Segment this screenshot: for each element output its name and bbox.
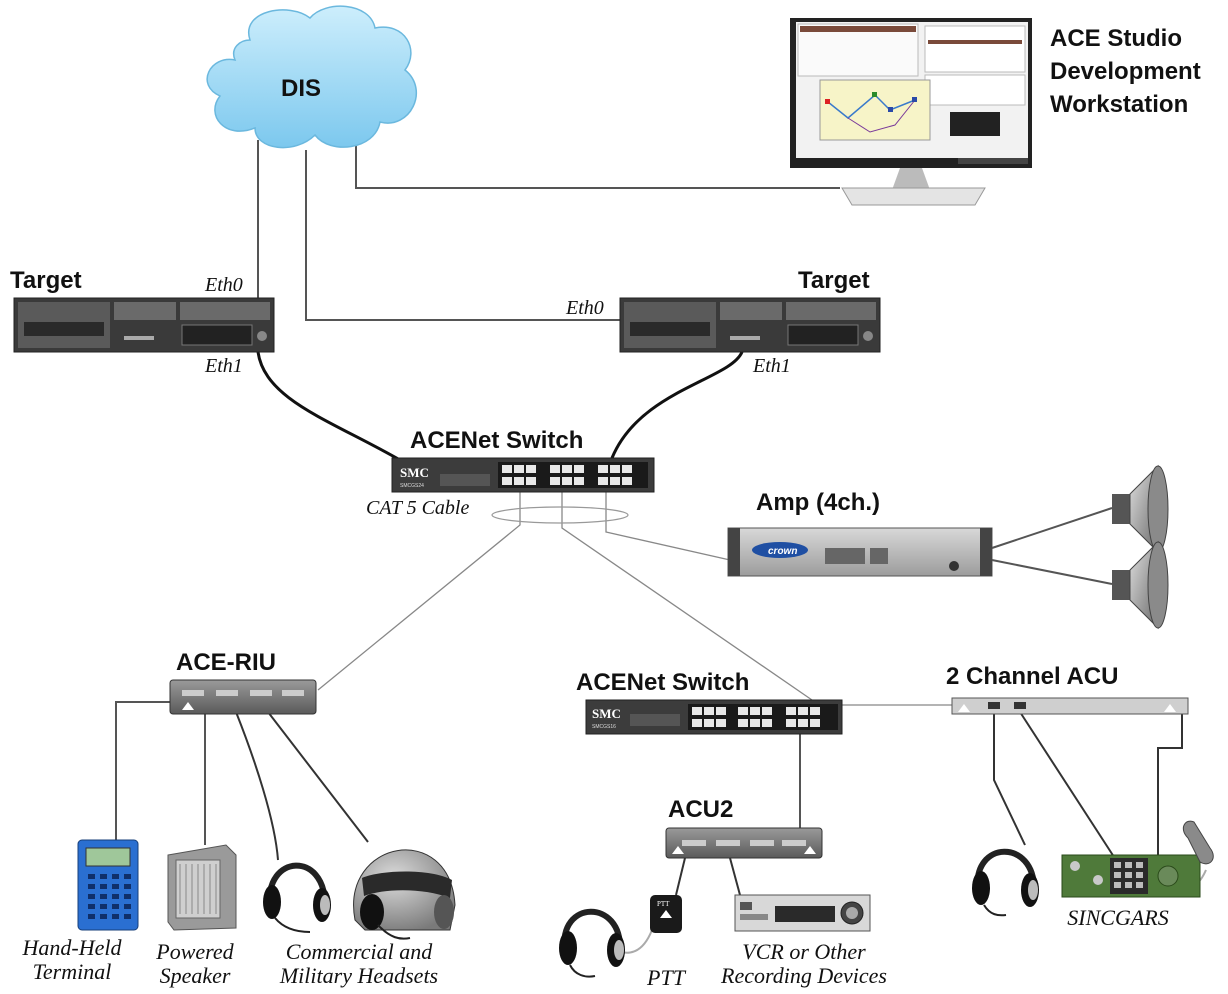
speaker-lower [1112, 540, 1169, 630]
acu-headset [972, 848, 1039, 917]
amp-unit: crown [727, 527, 993, 577]
ace-riu-label: ACE-RIU [176, 649, 276, 676]
dis-label: DIS [281, 75, 322, 102]
sincgars-radio [1061, 854, 1201, 898]
smc-model-lower: SMCGS16 [592, 724, 616, 730]
link-dis-workstation [355, 140, 840, 189]
commercial-headset [263, 862, 331, 933]
ptt-caption: PTT [647, 965, 685, 990]
link-switch-lower-switch [561, 492, 813, 701]
two-channel-acu-device [951, 697, 1189, 715]
link-riu-headset [235, 711, 279, 861]
ace-riu-device [169, 679, 317, 715]
powered-speaker-device [167, 844, 237, 931]
link-switch-amp [605, 492, 731, 561]
workstation-monitor [790, 18, 1032, 206]
acu2-device [665, 827, 823, 859]
ptt-device: PTT [650, 895, 682, 933]
telephone-handset-icon [1182, 820, 1214, 865]
speaker-upper [1112, 464, 1169, 554]
link-amp-speaker-2 [991, 559, 1113, 585]
link-riu-terminal [115, 701, 170, 840]
right-eth0-label: Eth0 [566, 297, 604, 319]
headsets-caption: Commercial and Military Headsets [279, 939, 439, 989]
sincgars-caption: SINCGARS [1067, 905, 1169, 930]
acu2-headset [559, 908, 625, 978]
link-right-eth1-switch [610, 351, 744, 459]
link-acu-sincgars [1019, 711, 1117, 861]
acenet-switch-lower: SMC SMCGS16 [585, 699, 843, 735]
ptt-box-label: PTT [657, 900, 670, 908]
link-acu2-vcr [729, 857, 741, 896]
smc-logo: SMC [400, 465, 429, 480]
hand-held-terminal-device [77, 839, 139, 931]
military-helmet-headset [353, 849, 456, 940]
link-switch-riu [317, 492, 521, 691]
smc-model: SMCGS24 [400, 483, 424, 489]
workstation-label: ACE Studio Development Workstation [1050, 22, 1201, 121]
workstation-label-text: ACE Studio Development Workstation [1050, 25, 1201, 118]
left-eth0-label: Eth0 [205, 274, 243, 296]
crown-logo: crown [768, 546, 797, 557]
hand-held-terminal-caption: Hand-Held Terminal [22, 935, 122, 985]
cat5-bundle-ring [491, 506, 629, 524]
link-riu-helmet [267, 711, 369, 843]
powered-speaker-caption: Powered Speaker [156, 939, 234, 989]
dis-cloud [206, 5, 417, 149]
connections [115, 140, 1207, 954]
cat5-cable-label: CAT 5 Cable [366, 497, 470, 519]
link-left-eth1-switch [256, 351, 401, 462]
target-right-server [619, 297, 881, 353]
acu2-label: ACU2 [668, 796, 734, 823]
link-acu-headset [993, 712, 1026, 846]
left-eth1-label: Eth1 [205, 355, 243, 377]
vcr-caption: VCR or Other Recording Devices [721, 939, 887, 989]
acenet-switch-main-label: ACENet Switch [410, 427, 584, 454]
target-left-server [13, 297, 275, 353]
smc-logo-lower: SMC [592, 706, 621, 721]
target-left-label: Target [10, 267, 82, 294]
link-amp-speaker-1 [991, 507, 1113, 549]
link-dis-right-target [305, 150, 622, 321]
vcr-device [734, 894, 871, 932]
two-channel-acu-label: 2 Channel ACU [946, 663, 1119, 690]
link-acu-radio [1157, 712, 1183, 862]
link-acu2-ptt [675, 857, 686, 896]
acenet-switch-main: SMC SMCGS24 [391, 457, 655, 493]
target-right-label: Target [798, 267, 870, 294]
right-eth1-label: Eth1 [753, 355, 791, 377]
amp-label: Amp (4ch.) [756, 489, 881, 516]
acenet-switch-lower-label: ACENet Switch [576, 669, 750, 696]
